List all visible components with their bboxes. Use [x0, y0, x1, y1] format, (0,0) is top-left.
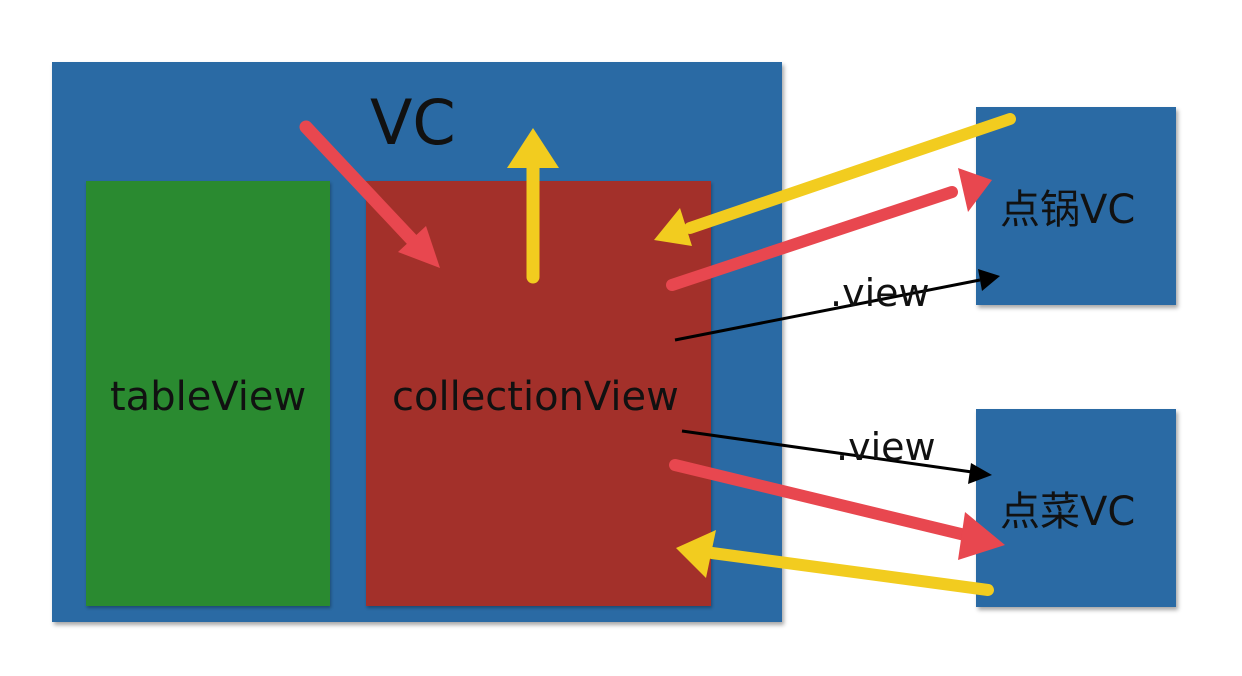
view-label-bottom: .view [836, 425, 936, 469]
collection-view-label: collectionView [392, 374, 679, 420]
dish-vc-label: 点菜VC [1000, 489, 1136, 535]
table-view-label: tableView [110, 374, 307, 420]
dish-vc-box [976, 409, 1176, 607]
vc-label: VC [370, 86, 456, 159]
view-label-top: .view [830, 271, 930, 315]
pot-vc-label: 点锅VC [1000, 187, 1136, 233]
table-view-box [86, 181, 330, 606]
